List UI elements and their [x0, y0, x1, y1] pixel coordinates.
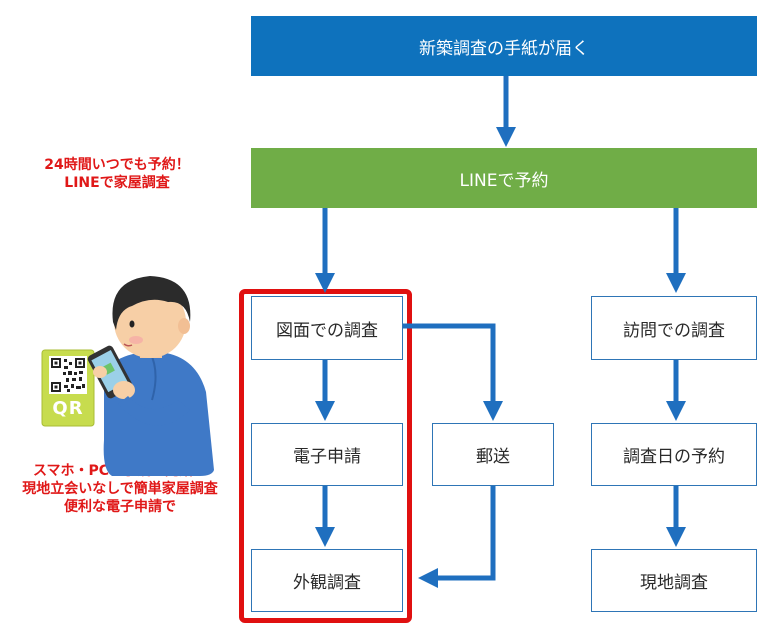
note-top-line1: 24時間いつでも予約！	[44, 157, 190, 173]
qr-card-icon	[41, 349, 95, 427]
node-letter-arrives: 新築調査の手紙が届く	[251, 16, 757, 76]
qr-label: QR	[52, 398, 84, 419]
node-line-reservation: LINEで予約	[251, 148, 757, 208]
node-onsite-survey: 現地調査	[591, 549, 757, 612]
node-drawing-survey: 図面での調査	[251, 296, 403, 360]
node-electronic-application: 電子申請	[251, 423, 403, 486]
node-mail: 郵送	[432, 423, 554, 486]
note-line-reservation: 24時間いつでも予約！ LINEで家屋調査	[6, 156, 228, 192]
note-bottom-line2: 現地立会いなしで簡単家屋調査	[22, 481, 218, 497]
node-exterior-survey: 外観調査	[251, 549, 403, 612]
arrow-drawing-to-mail	[403, 323, 503, 421]
node-visit-survey: 訪問での調査	[591, 296, 757, 360]
note-bottom-line3: 便利な電子申請で	[64, 499, 176, 515]
note-top-line2: LINEで家屋調査	[64, 175, 170, 191]
arrow-mail-to-exterior	[418, 486, 496, 588]
node-date-reservation: 調査日の予約	[591, 423, 757, 486]
